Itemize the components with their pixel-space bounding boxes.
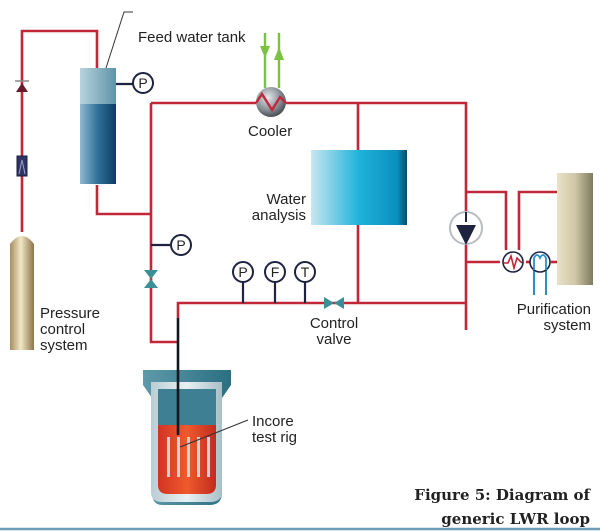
purification-cooler-icon (529, 251, 551, 295)
incore-leader (179, 419, 249, 448)
svg-text:P: P (176, 237, 185, 253)
svg-text:P: P (238, 264, 247, 280)
pressure-control-label-3: system (40, 337, 88, 354)
line-pressure-gauge: P (170, 234, 192, 256)
regenerative-heat-exchanger-icon (502, 251, 524, 273)
feed-water-tank-leader (105, 11, 133, 69)
cooling-water-lines (260, 33, 284, 88)
control-valve-label-2: valve (316, 331, 351, 348)
cooler-icon (255, 87, 287, 117)
purification-label-1: Purification (517, 301, 591, 318)
inlet-pressure-gauge: P (232, 261, 254, 303)
feed-water-tank (80, 68, 116, 184)
incore-label-1: Incore (252, 413, 294, 430)
pipe-network (20, 29, 557, 344)
inlet-temperature-gauge: T (294, 261, 316, 303)
incore-test-rig (167, 437, 210, 477)
water-analysis-unit (311, 150, 407, 225)
figure-caption-line-1: Figure 5: Diagram of (414, 486, 591, 504)
svg-text:T: T (301, 264, 310, 280)
svg-text:P: P (138, 75, 147, 91)
feed-water-tank-label: Feed water tank (138, 29, 246, 46)
tank-pressure-gauge: P (132, 72, 154, 94)
inlet-flow-gauge: F (264, 261, 286, 303)
pressure-control-label-1: Pressure (40, 305, 100, 322)
water-analysis-label-2: analysis (252, 207, 306, 224)
pressure-control-cylinder (10, 236, 34, 350)
check-valve-icon[interactable] (15, 80, 29, 92)
isolation-valve-icon[interactable] (144, 270, 158, 288)
purification-label-2: system (543, 317, 591, 334)
pressure-control-label-2: control (40, 321, 85, 338)
incore-label-2: test rig (252, 429, 297, 446)
figure-caption-line-2: generic LWR loop (441, 510, 590, 528)
pressure-filter-icon (16, 155, 28, 177)
control-valve-label-1: Control (310, 315, 358, 332)
water-analysis-label-1: Water (267, 191, 306, 208)
control-valve-icon[interactable] (324, 297, 344, 309)
circulation-pump-icon (449, 211, 483, 245)
purification-column (557, 173, 593, 285)
svg-text:F: F (271, 264, 280, 280)
cooler-label: Cooler (248, 123, 292, 140)
